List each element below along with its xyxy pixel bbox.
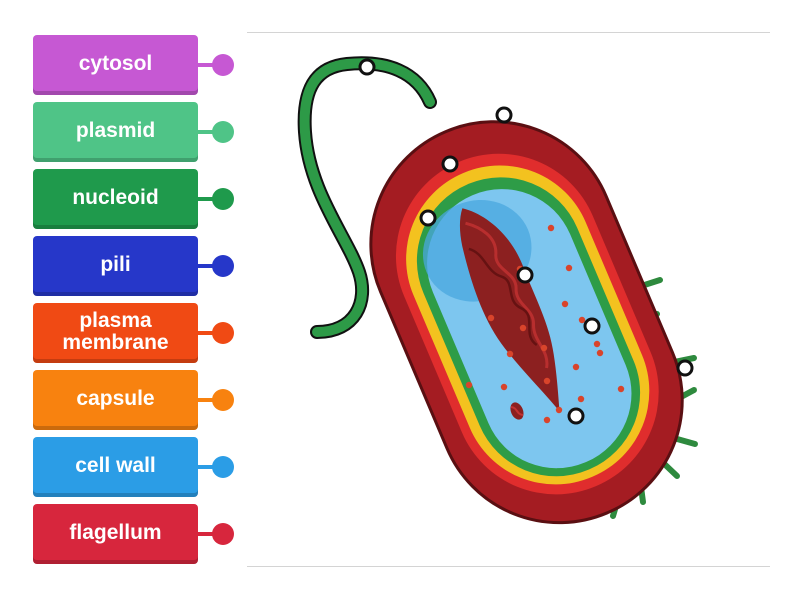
label-capsule[interactable]: capsule — [33, 370, 198, 430]
label-plasmid[interactable]: plasmid — [33, 102, 198, 162]
label-bank: cytosol plasmid nucleoid pili plasma mem… — [0, 0, 240, 600]
drag-handle-plasma-membrane[interactable] — [212, 322, 234, 344]
label-cytosol[interactable]: cytosol — [33, 35, 198, 95]
label-cytosol-text: cytosol — [78, 51, 153, 75]
drop-target-4[interactable] — [419, 209, 437, 227]
drop-target-7[interactable] — [676, 359, 694, 377]
label-plasma-membrane-text: plasma membrane — [62, 308, 169, 354]
drag-handle-cytosol[interactable] — [212, 54, 234, 76]
diagram-top-border — [247, 32, 770, 33]
drop-targets — [358, 58, 694, 425]
ribosomes — [465, 224, 625, 424]
ribosome — [487, 314, 495, 322]
ribosome — [519, 324, 527, 332]
ribosome — [578, 316, 586, 324]
label-nucleoid-text: nucleoid — [72, 185, 159, 209]
drop-target-5[interactable] — [516, 266, 534, 284]
connector-plasma-membrane — [197, 331, 213, 335]
drag-handle-flagellum[interactable] — [212, 523, 234, 545]
label-cell-wall-text: cell wall — [75, 453, 156, 477]
label-nucleoid[interactable]: nucleoid — [33, 169, 198, 229]
connector-cell-wall — [197, 465, 213, 469]
drop-target-3[interactable] — [441, 155, 459, 173]
ribosome — [593, 340, 601, 348]
ribosome — [577, 395, 585, 403]
label-flagellum[interactable]: flagellum — [33, 504, 198, 564]
drop-target-2[interactable] — [495, 106, 513, 124]
ribosome — [555, 406, 563, 414]
plasmid — [510, 402, 524, 420]
label-pili-text: pili — [100, 252, 131, 276]
diagram-bottom-border — [247, 566, 770, 567]
label-plasmid-text: plasmid — [75, 118, 156, 142]
drag-handle-plasmid[interactable] — [212, 121, 234, 143]
ribosome — [543, 416, 551, 424]
bacterium-diagram — [297, 56, 698, 525]
connector-cytosol — [197, 63, 213, 67]
label-cell-wall[interactable]: cell wall — [33, 437, 198, 497]
ribosome — [547, 224, 555, 232]
drop-target-1[interactable] — [358, 58, 376, 76]
connector-capsule — [197, 398, 213, 402]
connector-pili — [197, 264, 213, 268]
ribosome — [506, 350, 514, 358]
label-pili[interactable]: pili — [33, 236, 198, 296]
ribosome — [465, 381, 473, 389]
cell-body — [369, 120, 684, 525]
ribosome — [500, 383, 508, 391]
label-plasma-membrane[interactable]: plasma membrane — [33, 303, 198, 363]
drag-handle-nucleoid[interactable] — [212, 188, 234, 210]
ribosome — [540, 344, 548, 352]
drag-handle-pili[interactable] — [212, 255, 234, 277]
connector-flagellum — [197, 532, 213, 536]
flagellum-group — [297, 56, 437, 339]
label-flagellum-text: flagellum — [69, 520, 162, 544]
ribosome — [561, 300, 569, 308]
label-capsule-text: capsule — [76, 386, 155, 410]
drag-handle-capsule[interactable] — [212, 389, 234, 411]
drop-target-8[interactable] — [567, 407, 585, 425]
nucleoid — [459, 208, 560, 412]
ribosome — [596, 349, 604, 357]
ribosome — [565, 264, 573, 272]
connector-nucleoid — [197, 197, 213, 201]
connector-plasmid — [197, 130, 213, 134]
flagellum — [299, 58, 435, 337]
ribosome — [543, 377, 551, 385]
drop-target-6[interactable] — [583, 317, 601, 335]
drag-handle-cell-wall[interactable] — [212, 456, 234, 478]
ribosome — [572, 363, 580, 371]
ribosome — [617, 385, 625, 393]
